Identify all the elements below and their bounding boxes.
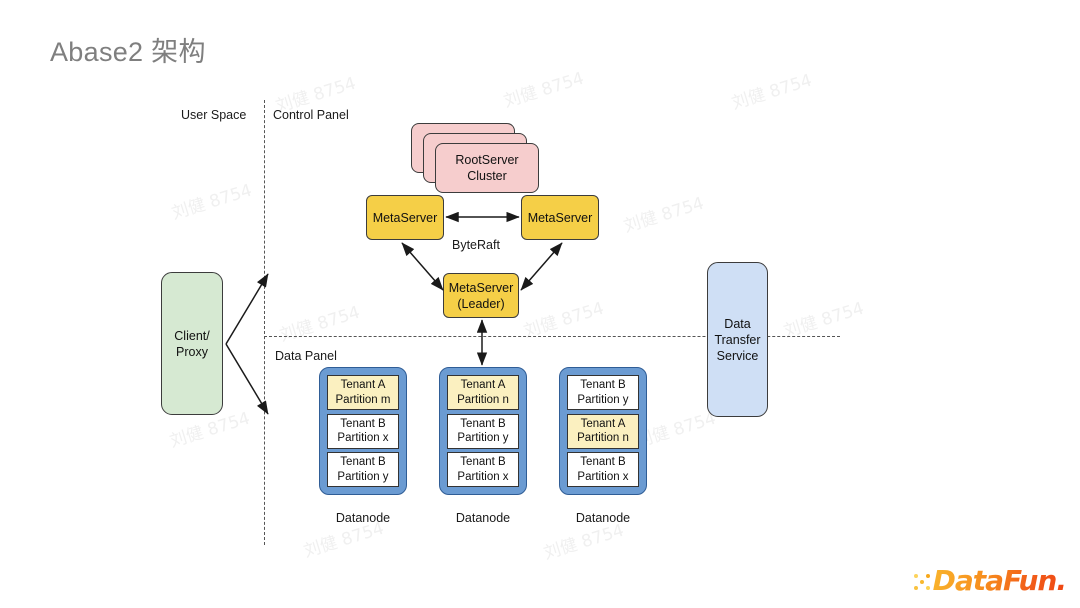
partition-block[interactable]: Tenant B Partition x	[327, 413, 399, 449]
arrow-leader-to-metaserver-right	[520, 242, 563, 291]
partition-block[interactable]: Tenant B Partition y	[327, 452, 399, 487]
partition-id: Partition x	[337, 432, 389, 444]
arrow-leader-to-metaserver-left	[401, 242, 444, 291]
zone-label-user-space: User Space	[181, 108, 247, 122]
client-proxy-label-line1: Client/	[174, 328, 210, 343]
datafun-dots-icon	[913, 574, 930, 590]
metaserver-left-label: MetaServer	[372, 210, 438, 225]
partition-id: Partition x	[457, 470, 509, 483]
partition-tenant: Tenant B	[340, 456, 386, 469]
byteraft-label: ByteRaft	[452, 238, 500, 252]
page-title: Abase2 架构	[50, 37, 206, 67]
partition-block[interactable]: Tenant B Partition x	[447, 452, 519, 487]
zone-label-control-panel: Control Panel	[273, 108, 349, 122]
datanode-2-label: Datanode	[455, 511, 511, 525]
arrow-client-to-data-panel	[225, 343, 269, 415]
partition-id: Partition y	[577, 393, 629, 406]
partition-block[interactable]: Tenant A Partition n	[447, 375, 519, 410]
metaserver-leader-node[interactable]: MetaServer (Leader)	[443, 273, 519, 318]
zone-label-data-panel: Data Panel	[275, 349, 337, 363]
datanode-3[interactable]: Tenant B Partition y Tenant A Partition …	[559, 367, 647, 495]
partition-tenant: Tenant B	[340, 417, 386, 430]
partition-tenant: Tenant B	[460, 417, 506, 430]
partition-id: Partition m	[335, 393, 391, 406]
partition-block[interactable]: Tenant A Partition n	[567, 413, 639, 449]
partition-block[interactable]: Tenant A Partition m	[327, 375, 399, 410]
partition-block[interactable]: Tenant B Partition y	[447, 413, 519, 449]
partition-id: Partition n	[457, 393, 509, 406]
partition-block[interactable]: Tenant B Partition y	[567, 375, 639, 410]
partition-id: Partition x	[577, 470, 629, 483]
partition-tenant: Tenant B	[580, 379, 626, 392]
datanode-1[interactable]: Tenant A Partition m Tenant B Partition …	[319, 367, 407, 495]
watermark: 刘健 8754	[277, 302, 363, 346]
data-transfer-service-node[interactable]: Data Transfer Service	[707, 262, 768, 417]
datanode-3-label: Datanode	[575, 511, 631, 525]
partition-id: Partition y	[337, 470, 389, 483]
metaserver-leader-label-line1: MetaServer	[448, 280, 514, 295]
client-proxy-node[interactable]: Client/ Proxy	[161, 272, 223, 415]
watermark: 刘健 8754	[781, 298, 867, 342]
watermark: 刘健 8754	[729, 70, 815, 114]
metaserver-left-node[interactable]: MetaServer	[366, 195, 444, 240]
arrow-client-to-control-panel	[225, 273, 269, 345]
partition-tenant: Tenant B	[460, 456, 506, 469]
vertical-divider	[264, 100, 265, 545]
partition-id: Partition y	[457, 432, 509, 444]
rootserver-label-line1: RootServer	[455, 152, 519, 167]
datafun-wordmark: DataFun.	[932, 564, 1067, 597]
partition-block[interactable]: Tenant B Partition x	[567, 452, 639, 487]
metaserver-right-label: MetaServer	[527, 210, 593, 225]
dts-label-line1: Data	[724, 316, 751, 331]
client-proxy-label-line2: Proxy	[176, 344, 208, 359]
datanode-2[interactable]: Tenant A Partition n Tenant B Partition …	[439, 367, 527, 495]
rootserver-label-line2: Cluster	[467, 169, 507, 183]
partition-id: Partition n	[577, 432, 629, 444]
watermark: 刘健 8754	[501, 68, 587, 112]
datanode-1-label: Datanode	[335, 511, 391, 525]
metaserver-leader-label-line2: (Leader)	[457, 296, 505, 311]
datafun-logo: DataFun.	[913, 564, 1067, 598]
horizontal-divider	[264, 336, 840, 337]
dts-label-line3: Service	[716, 348, 759, 363]
metaserver-right-node[interactable]: MetaServer	[521, 195, 599, 240]
partition-tenant: Tenant A	[580, 417, 626, 430]
partition-tenant: Tenant B	[580, 456, 626, 469]
rootserver-cluster-node[interactable]: RootServer Cluster	[435, 143, 539, 193]
watermark: 刘健 8754	[521, 298, 607, 342]
watermark: 刘健 8754	[169, 180, 255, 224]
partition-tenant: Tenant A	[460, 379, 506, 392]
watermark: 刘健 8754	[621, 193, 707, 237]
partition-tenant: Tenant A	[340, 379, 386, 392]
dts-label-line2: Transfer	[714, 332, 761, 347]
